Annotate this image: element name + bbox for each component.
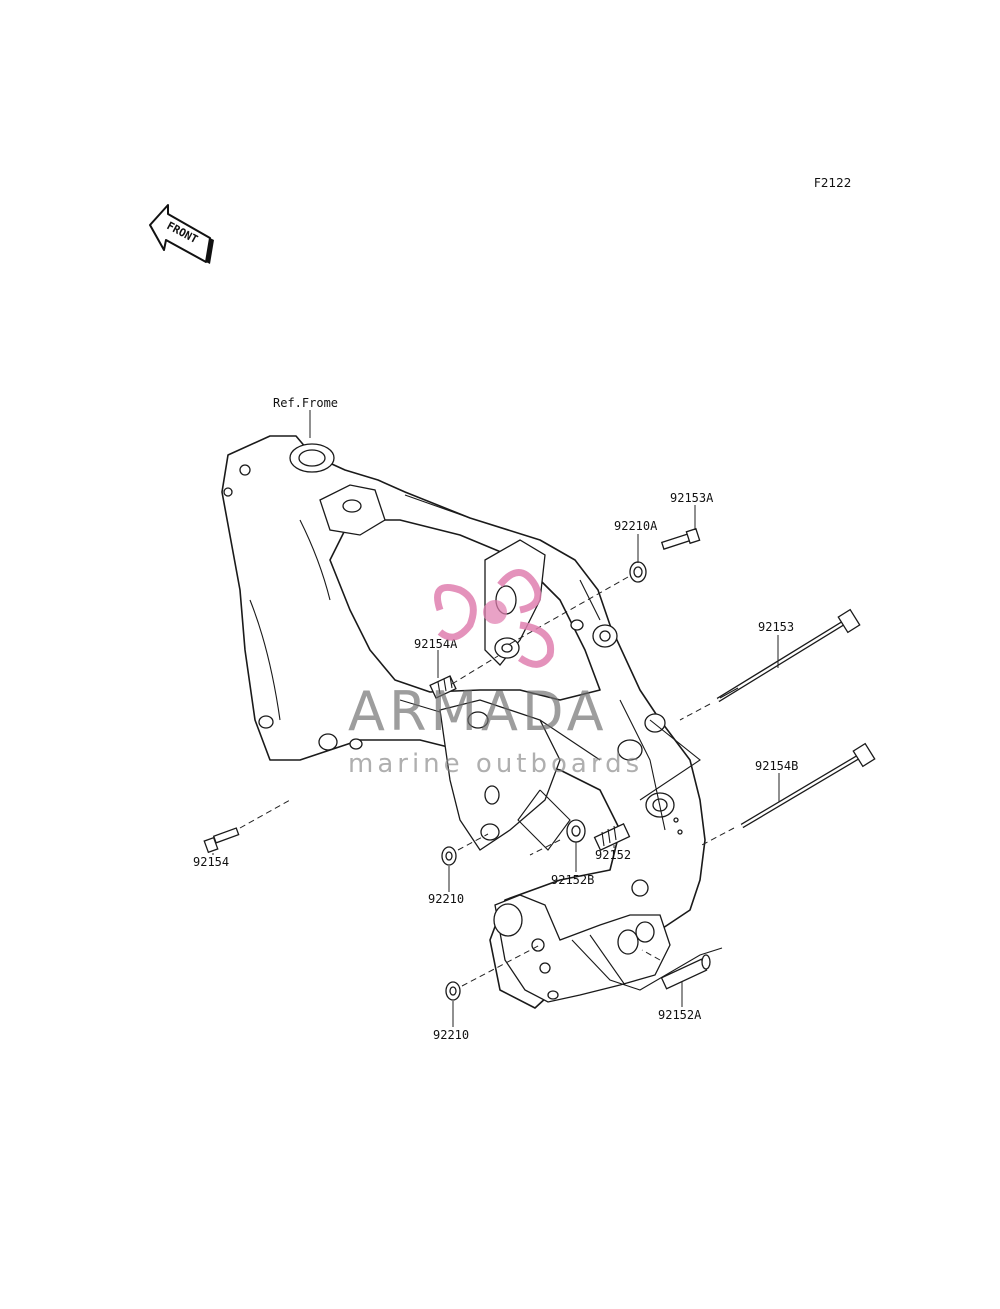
leader-lines bbox=[212, 410, 780, 1027]
watermark-tagline: marine outboards bbox=[348, 749, 643, 779]
front-arrow-icon: FRONT bbox=[149, 204, 214, 264]
label-92152[interactable]: 92152 bbox=[595, 848, 631, 862]
spacer-92152B-icon[interactable] bbox=[566, 819, 586, 843]
collar-92152A-icon[interactable] bbox=[660, 954, 711, 990]
bolt-92153A-icon[interactable] bbox=[660, 527, 701, 550]
label-92154A[interactable]: 92154A bbox=[414, 637, 458, 651]
engine-mount-frame bbox=[221, 435, 706, 1009]
nut-92210-upper-icon[interactable] bbox=[441, 846, 457, 866]
label-92152B[interactable]: 92152B bbox=[551, 873, 594, 887]
nut-92210A-icon[interactable] bbox=[629, 561, 647, 583]
label-92210A[interactable]: 92210A bbox=[614, 519, 658, 533]
bolt-92154A-icon[interactable] bbox=[429, 675, 457, 699]
label-92210-lower[interactable]: 92210 bbox=[433, 1028, 469, 1042]
watermark: ARMADA marine outboards bbox=[348, 569, 643, 779]
label-92153A[interactable]: 92153A bbox=[670, 491, 714, 505]
nut-92210-lower-icon[interactable] bbox=[445, 981, 461, 1001]
assembly-guides bbox=[517, 719, 723, 991]
ref-frame-label: Ref.Frome bbox=[273, 396, 338, 410]
figure-id: F2122 bbox=[814, 176, 851, 190]
label-92152A[interactable]: 92152A bbox=[658, 1008, 702, 1022]
watermark-logo-icon bbox=[434, 569, 555, 668]
bolt-92154-icon[interactable] bbox=[203, 827, 240, 854]
callout-labels: Ref.Frome 92153A 92210A 92153 92154A 921… bbox=[193, 396, 798, 1042]
alignment-lines bbox=[239, 576, 735, 987]
bolt-92154B-icon[interactable] bbox=[740, 742, 876, 829]
label-92154[interactable]: 92154 bbox=[193, 855, 229, 869]
bolt-92153-icon[interactable] bbox=[716, 608, 861, 703]
label-92153[interactable]: 92153 bbox=[758, 620, 794, 634]
collar-92152-icon[interactable] bbox=[593, 823, 631, 851]
watermark-brand: ARMADA bbox=[348, 680, 608, 743]
label-92210-upper[interactable]: 92210 bbox=[428, 892, 464, 906]
label-92154B[interactable]: 92154B bbox=[755, 759, 798, 773]
